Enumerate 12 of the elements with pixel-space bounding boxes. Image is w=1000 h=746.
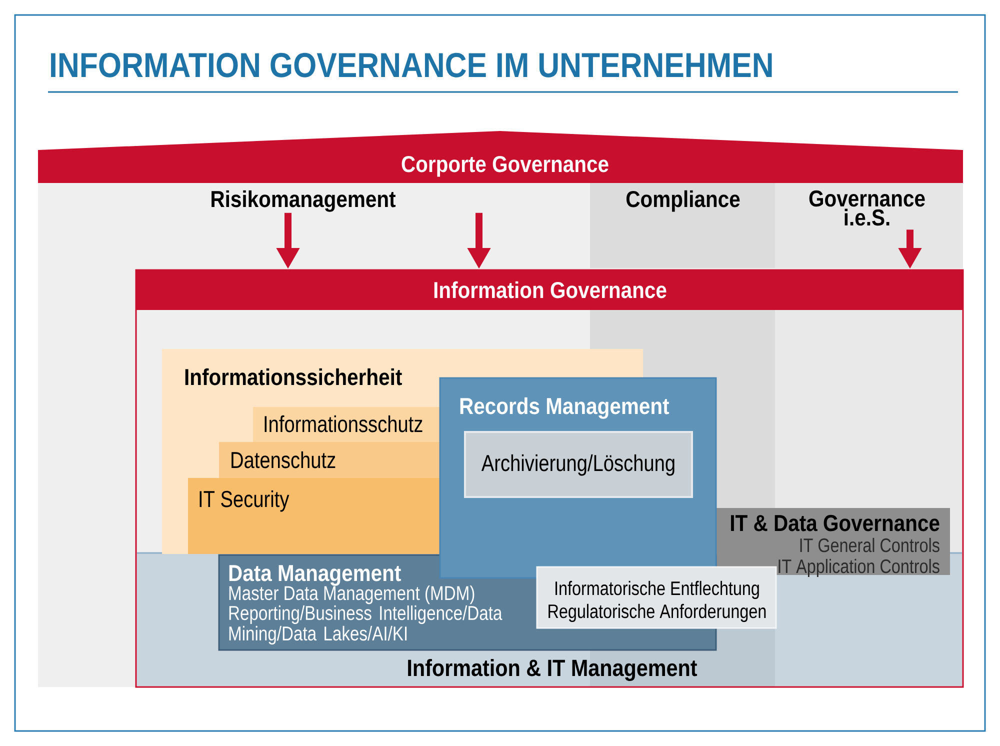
roof-band: Corporte Governance bbox=[38, 131, 963, 184]
column-band: Compliance bbox=[590, 183, 775, 268]
column-band: Governance i.e.S. bbox=[775, 183, 963, 268]
layer-box: Datenschutz bbox=[219, 442, 440, 478]
node-label: Risikomanagement bbox=[212, 190, 396, 212]
archive-box: Archivierung/Löschung bbox=[464, 431, 693, 498]
title: INFORMATION GOVERNANCE IM UNTERNEHMEN bbox=[51, 52, 772, 78]
layer-box: Informationsschutz bbox=[253, 407, 440, 442]
column-band: Risikomanagement bbox=[38, 183, 590, 216]
governance-box: IT & Data Governance IT General Controls IT Application Controls bbox=[716, 508, 950, 578]
note-box: Informatorische Entflechtung Regulatorische Anforderungen bbox=[536, 566, 777, 629]
layer-box: IT Security bbox=[188, 478, 440, 554]
